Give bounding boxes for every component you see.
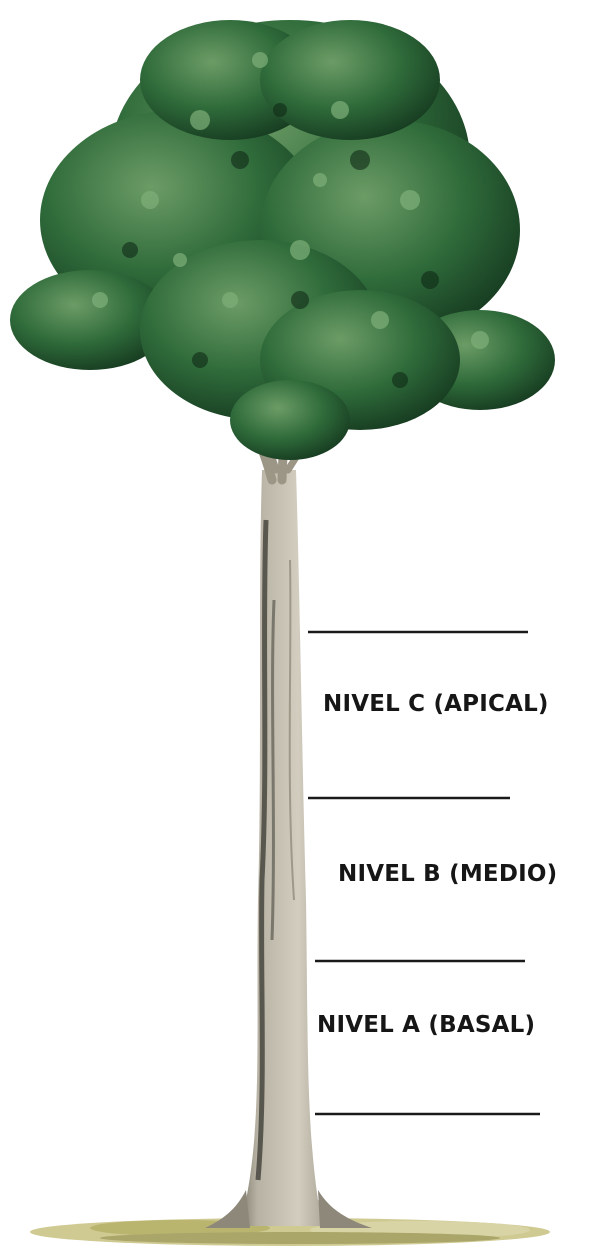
tree-canopy (10, 20, 555, 460)
level-c-label: NIVEL C (APICAL) (323, 691, 549, 717)
level-b-label: NIVEL B (MEDIO) (338, 861, 557, 887)
level-a-label: NIVEL A (BASAL) (317, 1012, 535, 1038)
